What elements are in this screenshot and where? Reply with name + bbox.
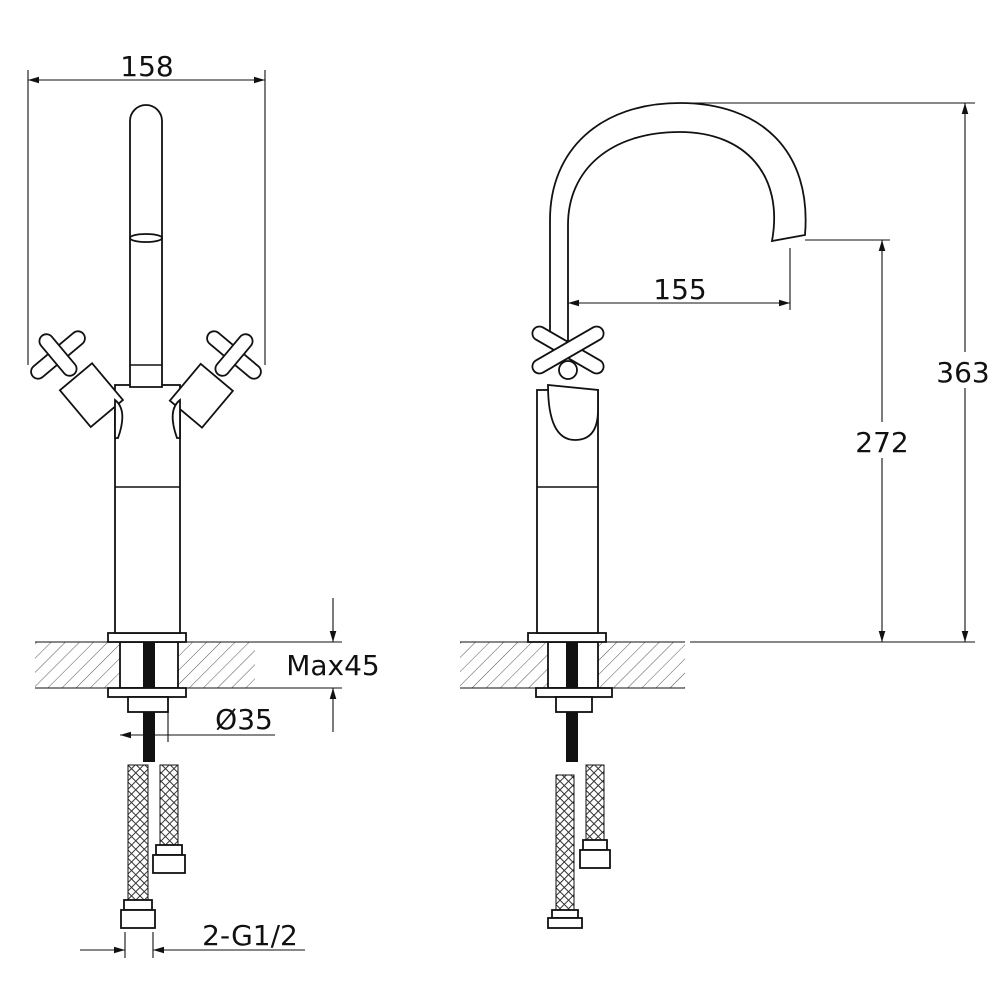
base-plate [107,632,187,643]
fixing-plate [107,687,187,698]
spout [129,104,163,388]
dimension-width: 158 [120,50,173,83]
gooseneck-spout [549,102,807,346]
cross-handle-left [30,330,86,380]
dimension-hole-diameter: Ø35 [215,703,273,736]
threaded-rod-lower [143,712,155,762]
dimension-reach: 155 [653,273,706,306]
dimension-spout-height: 272 [855,426,908,459]
front-view: 158 Max45 Ø35 2-G1/2 [27,50,380,958]
dimension-connection: 2-G1/2 [202,919,298,952]
dimension-total-height: 363 [936,356,989,389]
threaded-rod [143,642,155,688]
body [114,384,181,634]
braided-hose-left [127,764,149,901]
cross-handle-side [531,325,605,380]
side-view: 155 363 272 [460,102,992,929]
dimension-max-thickness: Max45 [286,649,380,682]
cross-handle-right [206,330,262,380]
braided-hose-right [159,764,179,846]
